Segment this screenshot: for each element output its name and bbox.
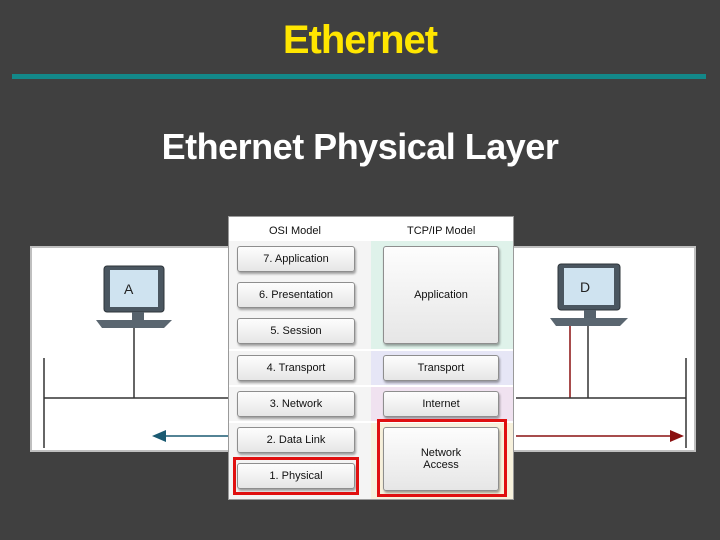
network-access-highlight — [377, 419, 507, 497]
osi-tcpip-comparison-panel: OSI Model TCP/IP Model 7. Application 6.… — [228, 216, 514, 500]
title-divider — [12, 74, 706, 79]
osi-layer-application: 7. Application — [237, 246, 355, 272]
page-title: Ethernet — [282, 18, 438, 62]
osi-layer-session: 5. Session — [237, 318, 355, 344]
tcpip-layer-transport: Transport — [383, 355, 499, 381]
network-wiring: A D — [43, 263, 687, 448]
physical-layer-highlight — [233, 457, 359, 495]
host-d-label: D — [580, 279, 590, 295]
page-subtitle: Ethernet Physical Layer — [161, 126, 559, 167]
tcpip-layer-internet: Internet — [383, 391, 499, 417]
computer-a-icon — [96, 265, 172, 328]
osi-layer-physical: 1. Physical — [237, 463, 355, 489]
tcpip-layer-application: Application — [383, 246, 499, 344]
tcpip-column-title: TCP/IP Model — [407, 225, 476, 237]
osi-layer-transport: 4. Transport — [237, 355, 355, 381]
osi-layer-data-link: 2. Data Link — [237, 427, 355, 453]
osi-layer-presentation: 6. Presentation — [237, 282, 355, 308]
osi-column-title: OSI Model — [269, 225, 321, 237]
computer-d-icon — [550, 263, 628, 326]
host-a-label: A — [124, 281, 134, 297]
tcpip-layer-network-access: Network Access — [383, 427, 499, 491]
osi-layer-network: 3. Network — [237, 391, 355, 417]
